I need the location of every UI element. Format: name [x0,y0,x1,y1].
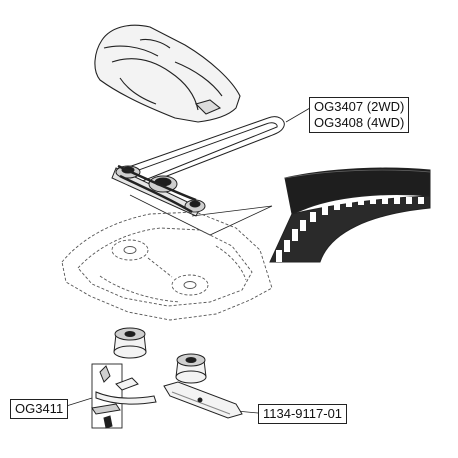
pulley-assembly [111,164,206,217]
drive-belt-loop [119,116,285,189]
deck-cover [94,24,241,123]
blade-kit [91,363,157,429]
belt-2wd-label: OG3407 (2WD) [314,99,405,114]
deck-housing [61,211,273,321]
spindle-left [113,327,147,359]
belt-detail [269,167,431,263]
blade-kit-label: OG3411 [10,399,69,419]
spindle-right [175,353,207,384]
mower-blade [163,381,243,419]
belt-4wd-label: OG3408 (4WD) [314,115,405,130]
blade-part-label: 1134-9117-01 [258,404,348,424]
belt-part-numbers: OG3407 (2WD) OG3408 (4WD) [309,97,410,133]
